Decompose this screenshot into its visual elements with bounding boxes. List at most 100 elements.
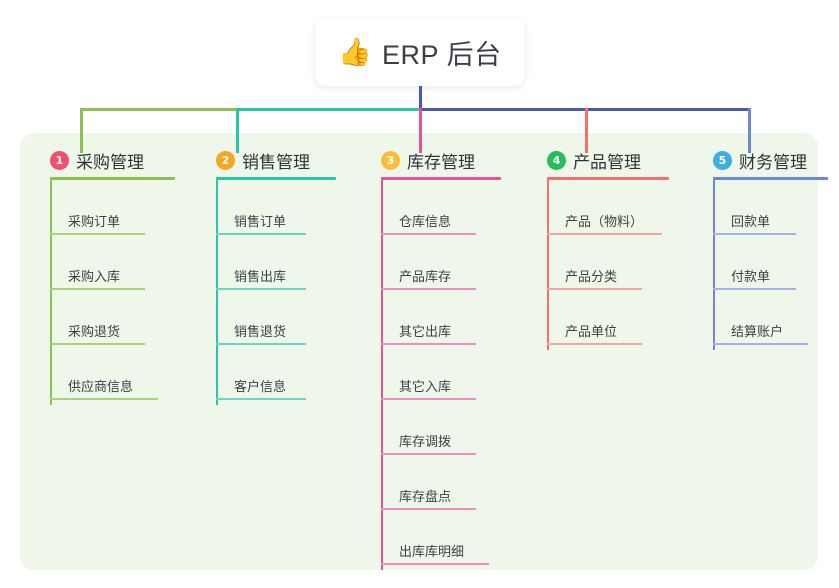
leaf-label: 结算账户 [731,324,784,339]
branch-badge-1: 1 [50,150,69,170]
branch-header-product[interactable]: 4 产品管理 [527,145,677,175]
leaf-rule [50,288,145,290]
leaf-node[interactable]: 仓库信息 [381,180,476,235]
leaf-label: 产品库存 [399,269,452,284]
branch-title-4: 产品管理 [573,152,641,172]
branch-badge-4: 4 [547,150,566,170]
branch-title-3: 库存管理 [407,152,475,172]
branch-rule-3 [381,177,501,180]
branch-spine-5 [713,180,715,350]
leaf-label: 销售订单 [234,214,287,229]
branch-badge-3: 3 [381,150,400,170]
leaf-node[interactable]: 产品单位 [547,290,642,345]
branch-column-finance: 5 财务管理 回款单 付款单 结算账户 [693,145,828,350]
leaf-rule [381,453,476,455]
leaf-label: 采购订单 [68,214,121,229]
trunk-connector [419,86,422,108]
leaf-label: 其它入库 [399,379,452,394]
leaf-label: 产品（物料） [565,214,644,229]
branch-column-product: 4 产品管理 产品（物料） 产品分类 产品单位 [527,145,677,350]
leaf-rule [381,508,476,510]
leaf-label: 产品分类 [565,269,618,284]
branch-spine-3 [381,180,383,570]
branch-title-5: 财务管理 [739,152,807,172]
branch-header-inventory[interactable]: 3 库存管理 [361,145,511,175]
drop-connector-2 [236,108,239,153]
leaf-label: 采购退货 [68,324,121,339]
leaf-rule [713,288,796,290]
branch-header-finance[interactable]: 5 财务管理 [693,145,823,175]
branch-header-purchasing[interactable]: 1 采购管理 [30,145,175,175]
leaf-node[interactable]: 采购退货 [50,290,145,345]
leaf-rule [713,233,796,235]
leaf-node[interactable]: 库存盘点 [381,455,476,510]
drop-connector-1 [80,108,83,153]
leaf-label: 销售退货 [234,324,287,339]
leaf-label: 库存盘点 [399,489,452,504]
leaf-rule [216,343,306,345]
branch-spine-1 [50,180,52,405]
drop-connector-3 [419,108,422,153]
leaf-label: 供应商信息 [68,379,134,394]
leaf-rule [50,233,145,235]
leaf-rule [381,343,476,345]
leaf-rule [381,288,476,290]
branch-rule-2 [216,177,336,180]
connector-bar-teal [238,108,420,111]
leaf-rule [216,288,306,290]
branch-spine-4 [547,180,549,350]
drop-connector-4 [585,108,588,153]
branch-column-inventory: 3 库存管理 仓库信息 产品库存 其它出库 其它入库 库存调拨 库存盘点 [361,145,511,570]
leaf-label: 回款单 [731,214,771,229]
leaf-rule [381,398,476,400]
leaf-node[interactable]: 出库库明细 [381,510,489,565]
leaf-node[interactable]: 其它入库 [381,345,476,400]
leaf-rule [216,398,306,400]
leaf-label: 其它出库 [399,324,452,339]
connector-bar-green [80,108,238,111]
branch-header-sales[interactable]: 2 销售管理 [196,145,341,175]
leaf-node[interactable]: 付款单 [713,235,796,290]
leaf-node[interactable]: 销售订单 [216,180,306,235]
leaf-node[interactable]: 产品（物料） [547,180,662,235]
branch-badge-2: 2 [216,150,235,170]
leaf-rule [547,233,662,235]
branch-column-sales: 2 销售管理 销售订单 销售出库 销售退货 客户信息 [196,145,341,405]
leaf-rule [381,563,489,565]
leaf-node[interactable]: 产品分类 [547,235,642,290]
leaf-label: 仓库信息 [399,214,452,229]
leaf-label: 销售出库 [234,269,287,284]
leaf-rule [547,288,642,290]
leaf-label: 库存调拨 [399,434,452,449]
root-node-card[interactable]: 👍 ERP 后台 [315,18,525,86]
leaf-node[interactable]: 采购订单 [50,180,145,235]
leaf-rule [50,343,145,345]
leaf-rule [50,398,158,400]
leaf-label: 付款单 [731,269,771,284]
leaf-node[interactable]: 产品库存 [381,235,476,290]
branch-spine-2 [216,180,218,405]
leaf-node[interactable]: 其它出库 [381,290,476,345]
branch-title-1: 采购管理 [76,152,144,172]
drop-connector-5 [748,108,751,153]
leaf-rule [216,233,306,235]
leaf-node[interactable]: 供应商信息 [50,345,158,400]
branch-title-2: 销售管理 [242,152,310,172]
thumbs-up-icon: 👍 [338,36,373,68]
leaf-node[interactable]: 回款单 [713,180,796,235]
branch-rule-1 [50,177,175,180]
branch-rule-5 [713,177,828,180]
leaf-node[interactable]: 销售出库 [216,235,306,290]
leaf-node[interactable]: 结算账户 [713,290,808,345]
branch-badge-5: 5 [713,150,732,170]
leaf-label: 客户信息 [234,379,287,394]
leaf-node[interactable]: 采购入库 [50,235,145,290]
leaf-node[interactable]: 客户信息 [216,345,306,400]
leaf-node[interactable]: 销售退货 [216,290,306,345]
diagram-background-panel [20,133,818,570]
leaf-rule [381,233,476,235]
leaf-rule [713,343,808,345]
leaf-node[interactable]: 库存调拨 [381,400,476,455]
branch-rule-4 [547,177,669,180]
